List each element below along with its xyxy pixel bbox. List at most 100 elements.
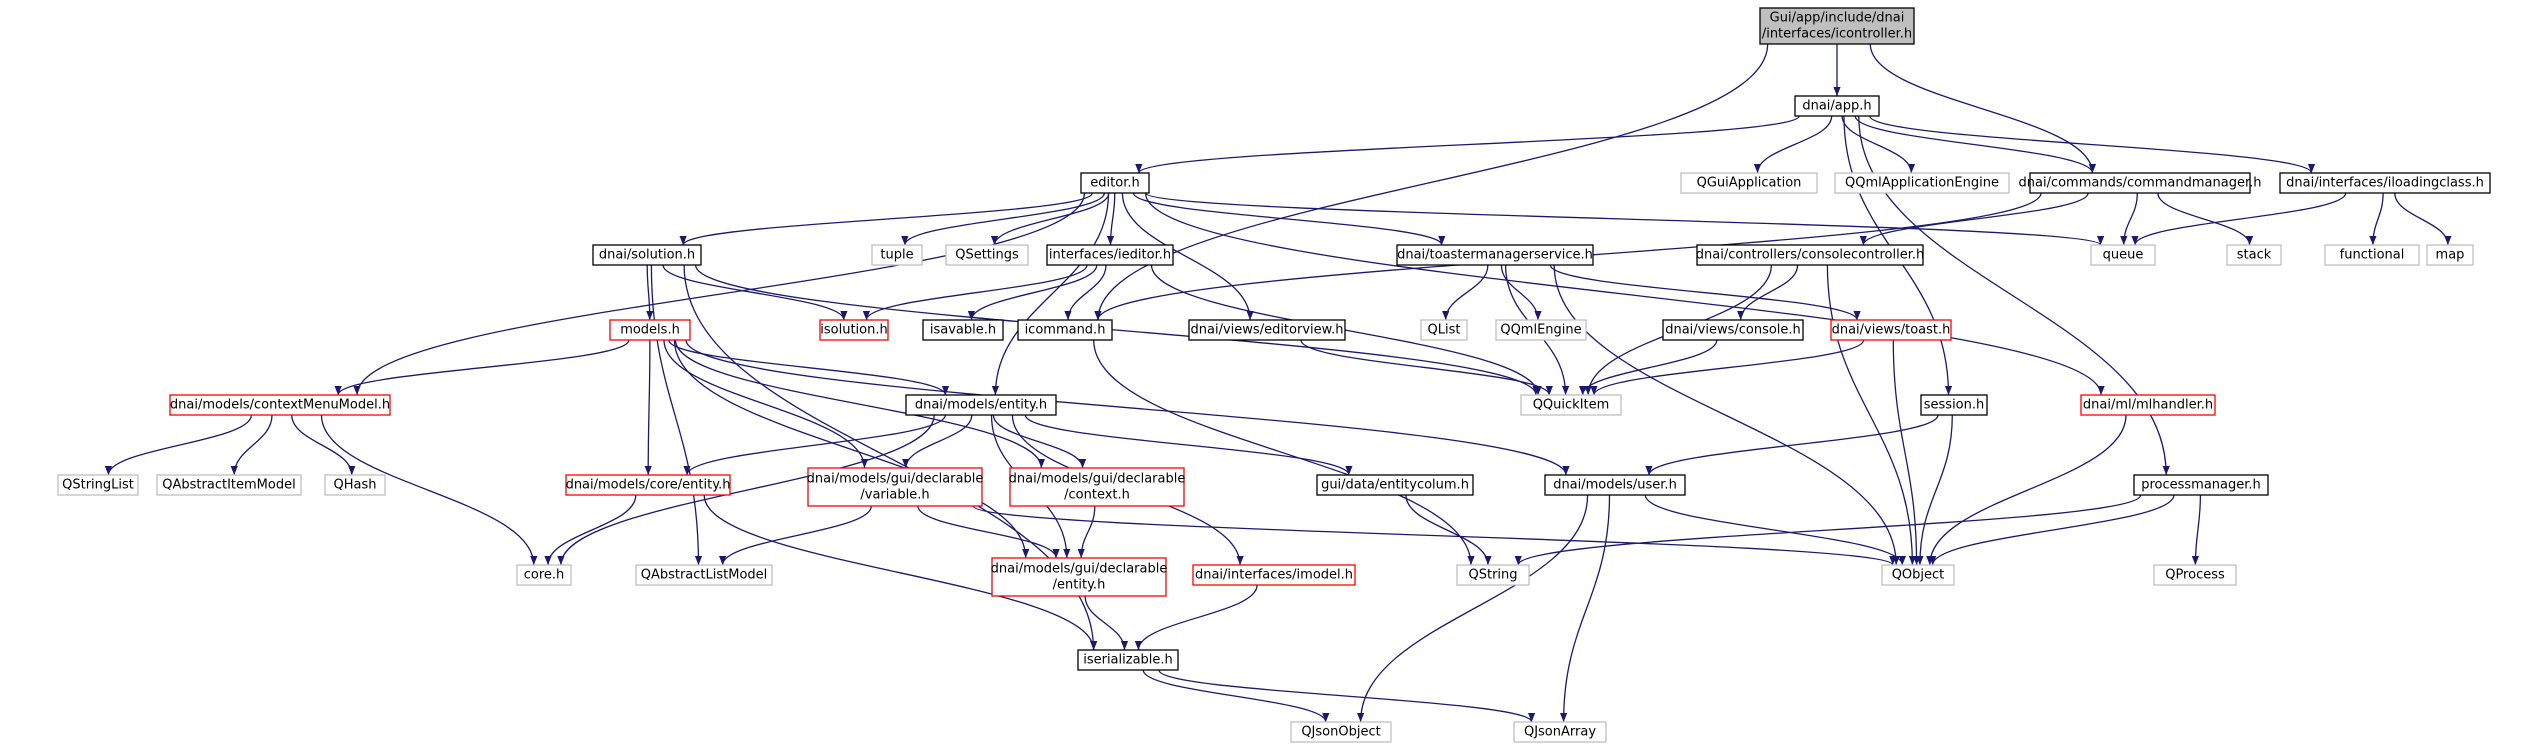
node-box [635, 564, 773, 586]
node-mlhandler[interactable]: dnai/ml/mlhandler.h [2080, 394, 2216, 416]
node-box [2226, 244, 2282, 266]
node-variable[interactable]: dnai/models/gui/declarable/variable.h [807, 467, 984, 507]
node-core[interactable]: core.h [516, 564, 572, 586]
edge-icommand-to-qstring [1093, 339, 1475, 566]
node-box [1192, 564, 1356, 586]
edge-models-to-coreentity [644, 339, 652, 476]
node-icommand[interactable]: icommand.h [1017, 319, 1113, 341]
edge-processmanager-to-qstring [1514, 494, 2142, 566]
node-editor[interactable]: editor.h [1080, 172, 1150, 194]
node-box [1759, 7, 1915, 45]
node-box [1316, 474, 1474, 496]
node-editorview[interactable]: dnai/views/editorview.h [1188, 319, 1346, 341]
node-contextmenumodel[interactable]: dnai/models/contextMenuModel.h [169, 394, 391, 416]
node-box [2029, 172, 2251, 194]
node-ieditor[interactable]: interfaces/ieditor.h [1046, 244, 1174, 266]
node-context[interactable]: dnai/models/gui/declarable/context.h [1009, 467, 1186, 507]
node-commandmanager[interactable]: dnai/commands/commandmanager.h [2019, 172, 2262, 194]
node-processmanager[interactable]: processmanager.h [2133, 474, 2269, 496]
node-box [2090, 244, 2156, 266]
node-box [1290, 721, 1392, 743]
node-qsettings[interactable]: QSettings [945, 244, 1029, 266]
node-modelsentity[interactable]: dnai/models/entity.h [905, 394, 1057, 416]
node-qjsonarray[interactable]: QJsonArray [1513, 721, 1607, 743]
node-isolution[interactable]: isolution.h [819, 319, 889, 341]
node-label: dnai/views/editorview.h [1191, 323, 1344, 338]
node-label: QObject [1892, 568, 1945, 583]
node-label: dnai/solution.h [599, 248, 695, 263]
node-consolecontroller[interactable]: dnai/controllers/consolecontroller.h [1696, 244, 1925, 266]
node-label: QGuiApplication [1697, 176, 1802, 191]
node-stack[interactable]: stack [2226, 244, 2282, 266]
node-toastermanager[interactable]: dnai/toastermanagerservice.h [1396, 244, 1594, 266]
node-label: icommand.h [1025, 323, 1106, 338]
node-qhash[interactable]: QHash [324, 474, 386, 496]
node-label: stack [2237, 248, 2272, 263]
node-box [1046, 244, 1174, 266]
edge-toastermanager-to-qlist [1442, 264, 1489, 321]
node-qprocess[interactable]: QProcess [2153, 564, 2237, 586]
node-box [1420, 319, 1468, 341]
edge-app-to-editor [1135, 115, 1800, 174]
node-box [1513, 721, 1607, 743]
node-toast[interactable]: dnai/views/toast.h [1830, 319, 1952, 341]
edge-session-to-qobject [1916, 414, 1953, 566]
node-map[interactable]: map [2426, 244, 2474, 266]
node-box [2133, 474, 2269, 496]
node-qqmlengine[interactable]: QQmlEngine [1495, 319, 1587, 341]
node-qqmlappengine[interactable]: QQmlApplicationEngine [1834, 172, 2010, 194]
edge-editor-to-contextmenumodel [353, 192, 1086, 396]
node-qstringlist[interactable]: QStringList [57, 474, 139, 496]
node-iloadingclass[interactable]: dnai/interfaces/iloadingclass.h [2279, 172, 2491, 194]
node-box [1495, 319, 1587, 341]
node-coreentity[interactable]: dnai/models/core/entity.h [565, 474, 731, 496]
node-box [565, 474, 731, 496]
node-app[interactable]: dnai/app.h [1794, 95, 1880, 117]
node-session[interactable]: session.h [1920, 394, 1988, 416]
node-user[interactable]: dnai/models/user.h [1544, 474, 1686, 496]
edge-app-to-qqmlappengine [1841, 115, 1915, 174]
node-qguiapp[interactable]: QGuiApplication [1680, 172, 1818, 194]
node-icontroller[interactable]: Gui/app/include/dnai/interfaces/icontrol… [1759, 7, 1915, 45]
edge-editor-to-mlhandler [1144, 192, 2105, 396]
edge-user-to-qjsonobject [1357, 494, 1589, 723]
node-box [1881, 564, 1955, 586]
node-guientity[interactable]: dnai/models/gui/declarable/entity.h [991, 557, 1168, 597]
edge-modelsentity-to-coreentity [683, 414, 946, 476]
node-label: /interfaces/icontroller.h [1762, 27, 1912, 42]
node-functional[interactable]: functional [2324, 244, 2420, 266]
node-solution[interactable]: dnai/solution.h [592, 244, 702, 266]
node-iserializable[interactable]: iserializable.h [1077, 649, 1179, 671]
node-box [1396, 244, 1594, 266]
node-box [1544, 474, 1686, 496]
node-label: models.h [620, 323, 680, 338]
node-tuple[interactable]: tuple [871, 244, 923, 266]
node-console[interactable]: dnai/views/console.h [1662, 319, 1804, 341]
node-box [516, 564, 572, 586]
node-qobject[interactable]: QObject [1881, 564, 1955, 586]
node-entitycolum[interactable]: gui/data/entitycolum.h [1316, 474, 1474, 496]
node-label: interfaces/ieditor.h [1049, 248, 1171, 263]
node-qabstractlistmodel[interactable]: QAbstractListModel [635, 564, 773, 586]
node-models[interactable]: models.h [609, 319, 691, 341]
node-queue[interactable]: queue [2090, 244, 2156, 266]
node-qabstractitemmodel[interactable]: QAbstractItemModel [156, 474, 302, 496]
edge-editorview-to-qquickitem [1300, 339, 1553, 396]
node-imodel[interactable]: dnai/interfaces/imodel.h [1192, 564, 1356, 586]
node-box [991, 557, 1167, 597]
edge-models-to-context [674, 339, 1045, 469]
node-qstring[interactable]: QString [1456, 564, 1530, 586]
node-qquickitem[interactable]: QQuickItem [1520, 394, 1622, 416]
node-isavable[interactable]: isavable.h [922, 319, 1004, 341]
edge-modelsentity-to-variable [902, 414, 973, 469]
node-qlist[interactable]: QList [1420, 319, 1468, 341]
node-label: dnai/models/entity.h [915, 398, 1047, 413]
node-label: dnai/controllers/consolecontroller.h [1696, 248, 1925, 263]
node-qjsonobject[interactable]: QJsonObject [1290, 721, 1392, 743]
node-label: dnai/models/gui/declarable [991, 562, 1168, 577]
edge-ieditor-to-isavable [967, 264, 1098, 321]
edge-ieditor-to-icommand [1064, 264, 1107, 321]
node-label: session.h [1924, 398, 1985, 413]
edge-modelsentity-to-entitycolum [1024, 414, 1353, 476]
